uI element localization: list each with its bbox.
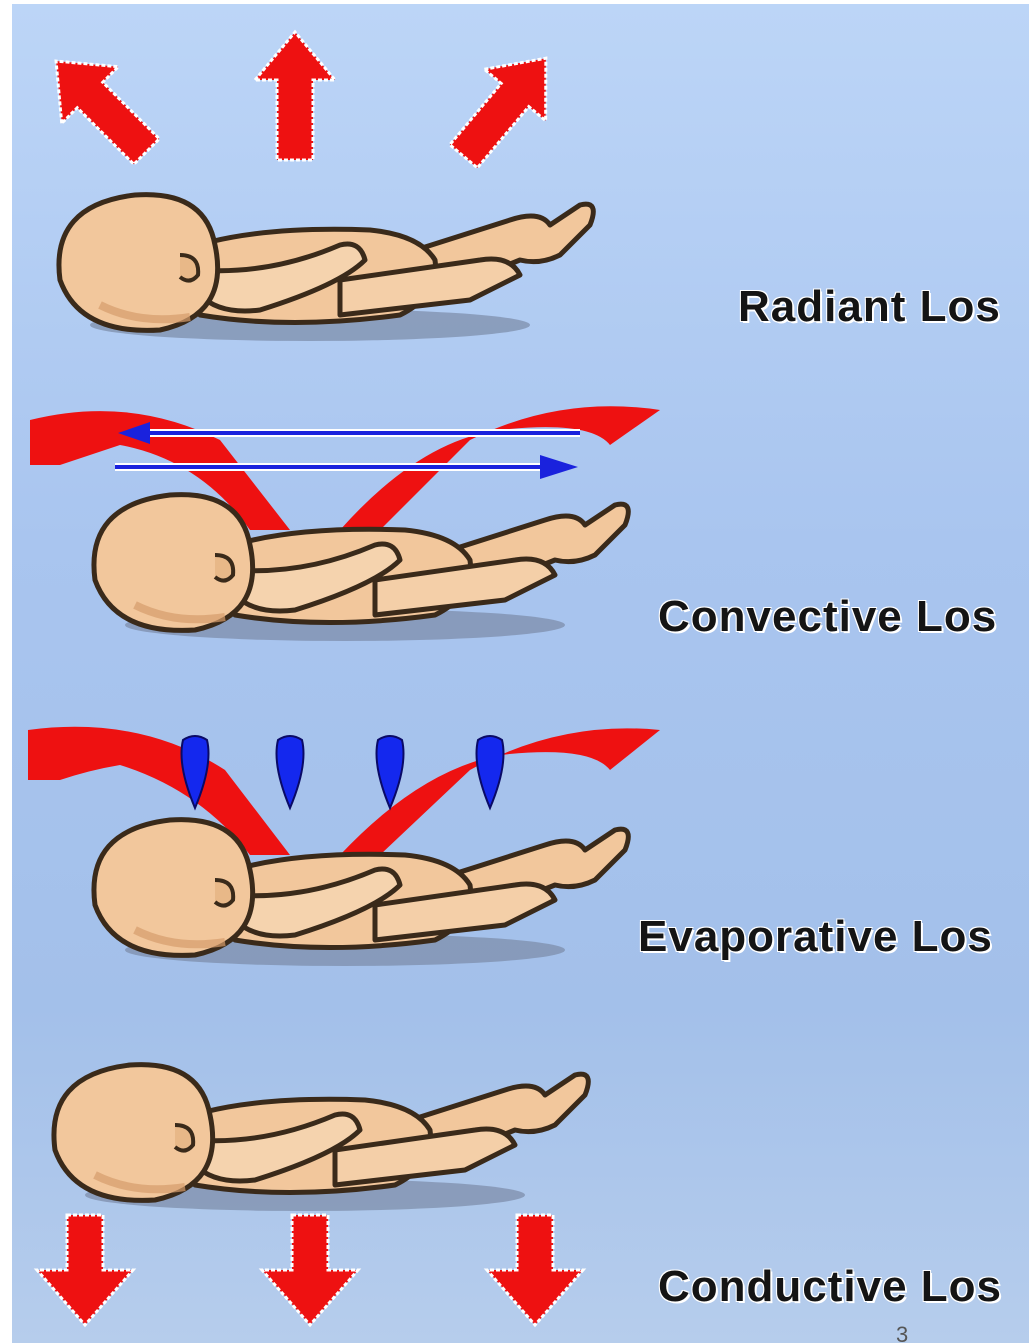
- radiant-baby: [59, 195, 593, 341]
- radiant-arrow-left: [28, 33, 175, 180]
- radiant-loss-label: Radiant Los: [738, 282, 1001, 332]
- water-drop-icon: [477, 736, 504, 808]
- convective-loss-label: Convective Los: [658, 592, 997, 642]
- conductive-baby: [54, 1065, 588, 1211]
- radiant-arrow-center: [255, 32, 335, 160]
- conductive-loss-label: Conductive Los: [658, 1262, 1002, 1312]
- conductive-arrow-right: [487, 1215, 583, 1325]
- water-drop-icon: [377, 736, 404, 808]
- water-drop-icon: [277, 736, 304, 808]
- page-number: 3: [896, 1322, 908, 1343]
- conductive-arrows: [37, 1215, 583, 1325]
- evaporative-loss-label: Evaporative Los: [638, 912, 993, 962]
- radiant-arrows: [28, 32, 577, 182]
- radiant-arrow-right: [433, 33, 577, 182]
- conductive-arrow-center: [262, 1215, 358, 1325]
- conductive-arrow-left: [37, 1215, 133, 1325]
